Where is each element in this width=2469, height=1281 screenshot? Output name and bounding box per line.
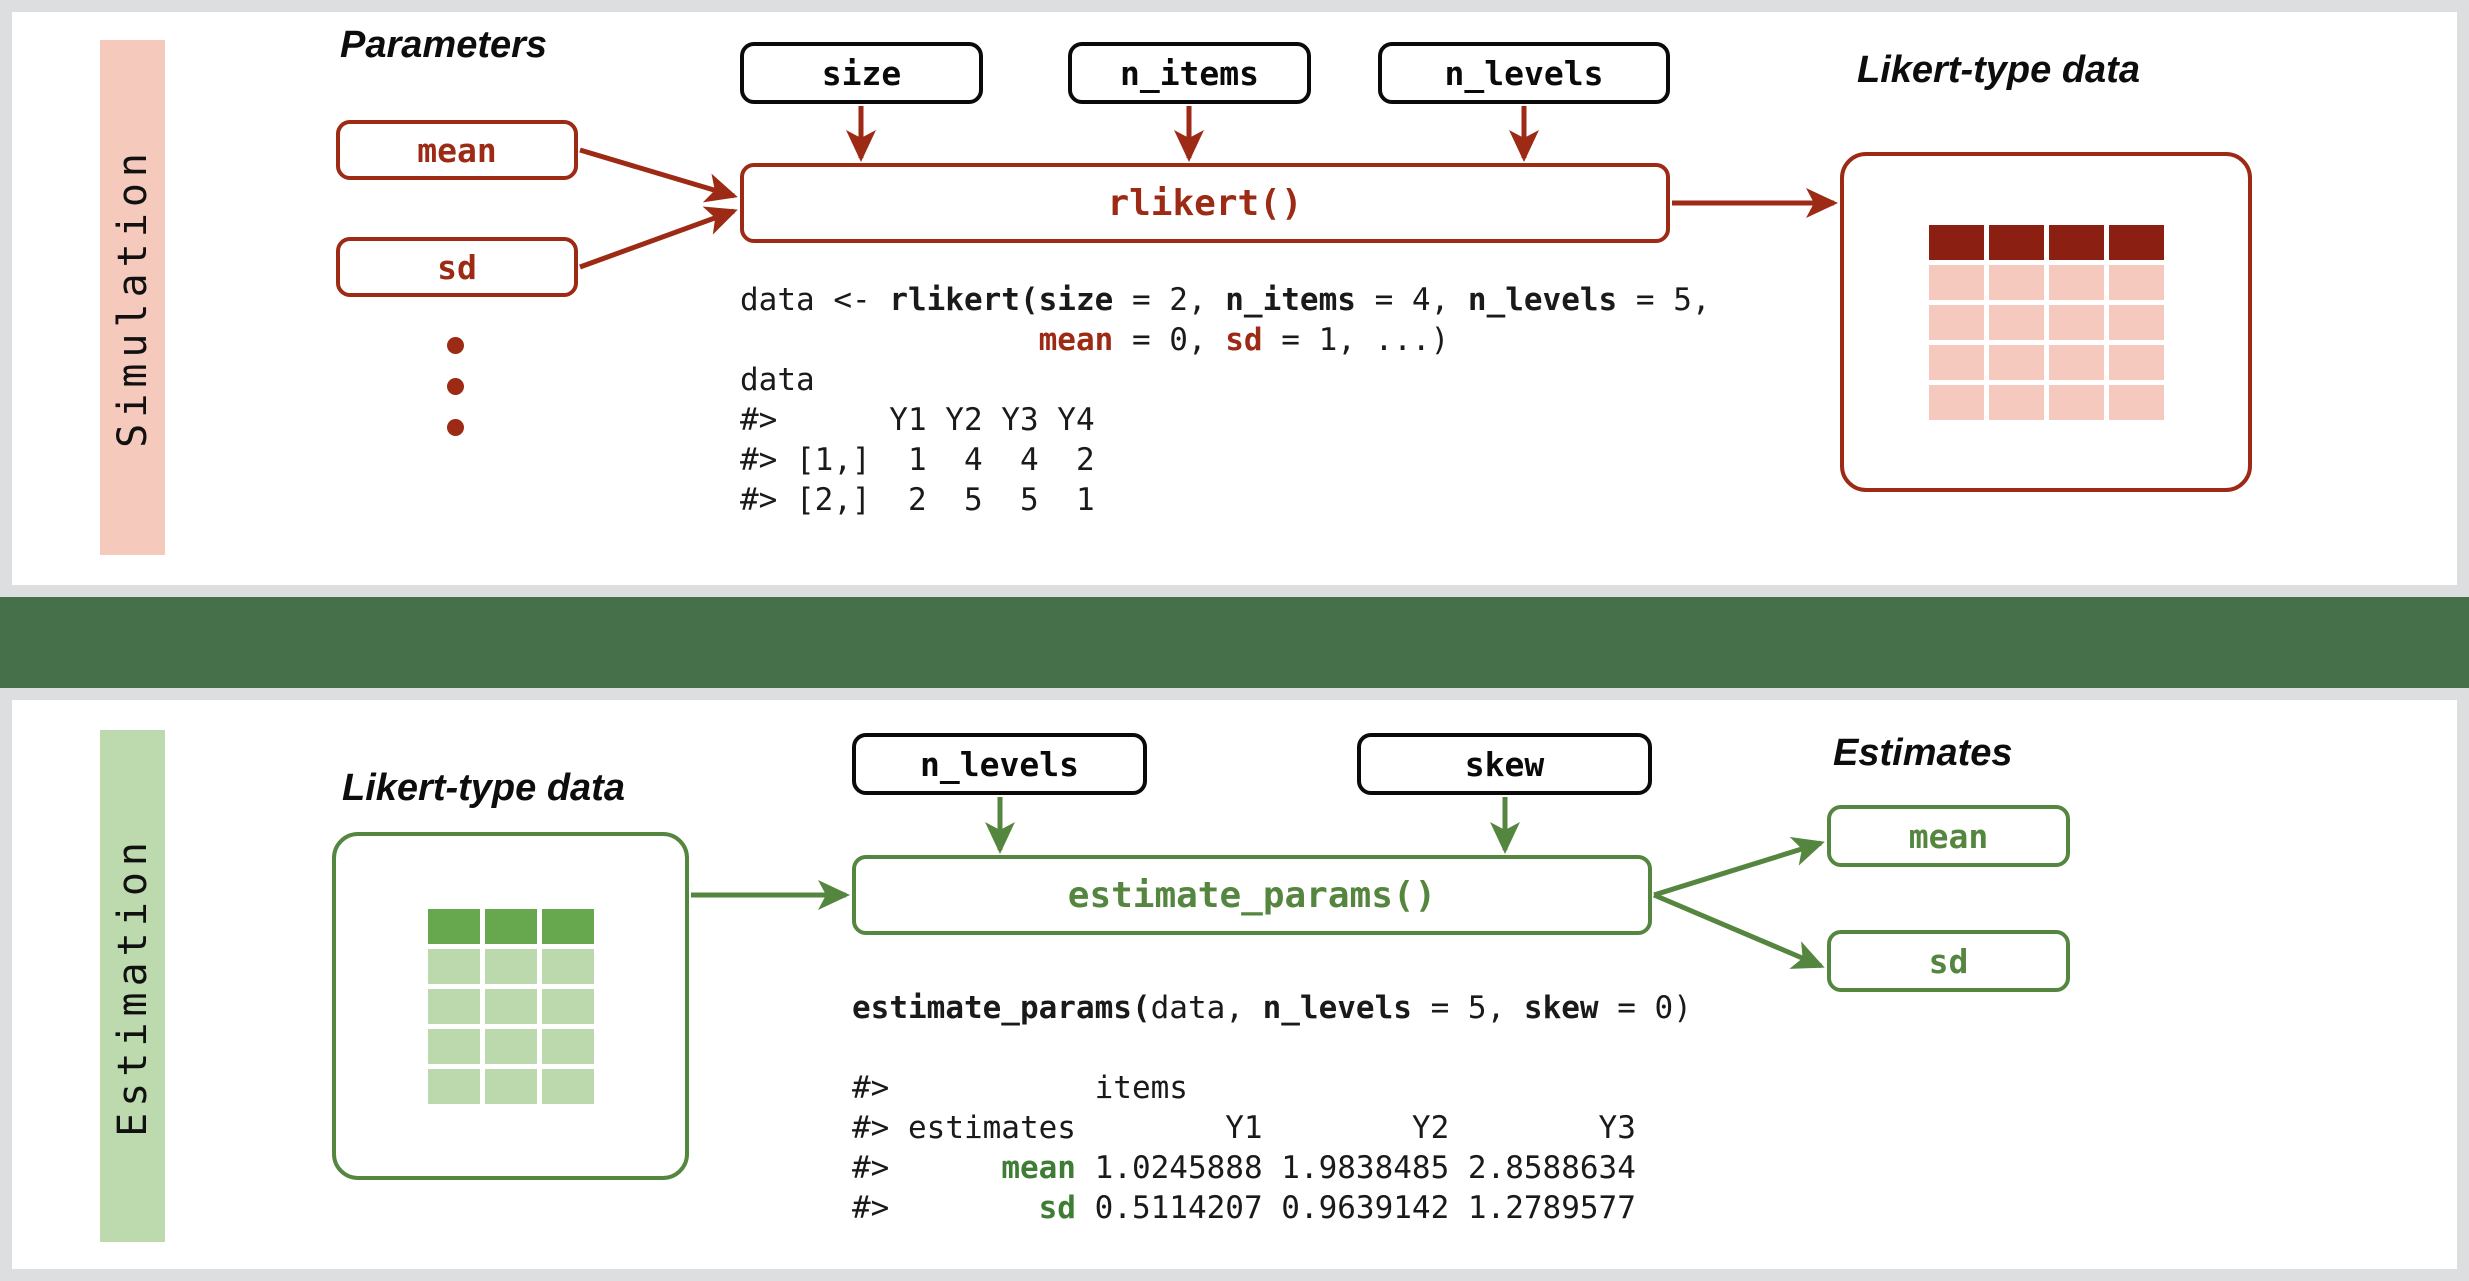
code-line-3: #> mean 1.0245888 1.9838485 2.8588634: [852, 1150, 1636, 1186]
grid-header-cell: [2108, 224, 2164, 260]
function-node-rlikert[interactable]: rlikert(): [740, 163, 1670, 243]
grid-cell: [484, 988, 537, 1024]
grid-cell: [1988, 344, 2044, 380]
grid-cell: [1928, 264, 1984, 300]
grid-cell: [1928, 384, 1984, 420]
grid-cell: [1988, 264, 2044, 300]
grid-cell: [1928, 304, 1984, 340]
grid-header-cell: [541, 908, 594, 944]
ellipsis-dot-icon: [447, 419, 464, 436]
grid-header-cell: [427, 908, 480, 944]
code-line-1: data <- rlikert(size = 2, n_items = 4, n…: [740, 282, 1711, 318]
parameters-heading: Parameters: [340, 24, 548, 66]
estimation-input-heading: Likert-type data: [342, 767, 625, 809]
grid-header-cell: [484, 908, 537, 944]
code-line-call: estimate_params(data, n_levels = 5, skew…: [852, 990, 1692, 1026]
grid-cell: [2108, 384, 2164, 420]
estimates-heading: Estimates: [1833, 732, 2013, 774]
ellipsis-dot-icon: [447, 337, 464, 354]
grid-cell: [427, 1068, 480, 1104]
grid-cell: [2048, 264, 2104, 300]
estimation-code-block: estimate_params(data, n_levels = 5, skew…: [852, 988, 1692, 1228]
grid-cell: [2048, 304, 2104, 340]
grid-cell: [2108, 264, 2164, 300]
grid-cell: [484, 948, 537, 984]
grid-header-cell: [1928, 224, 1984, 260]
ellipsis-dot-icon: [447, 378, 464, 395]
grid-cell: [2108, 304, 2164, 340]
arg-node-skew[interactable]: skew: [1357, 733, 1652, 795]
grid-cell: [541, 948, 594, 984]
arg-node-size[interactable]: size: [740, 42, 983, 104]
simulation-stage-bar: Simulation: [100, 40, 165, 555]
grid-cell: [1928, 344, 1984, 380]
grid-cell: [484, 1068, 537, 1104]
grid-cell: [2048, 384, 2104, 420]
grid-cell: [427, 1028, 480, 1064]
grid-cell: [541, 1068, 594, 1104]
code-line-4: #> sd 0.5114207 0.9639142 1.2789577: [852, 1190, 1636, 1226]
code-line-2: #> estimates Y1 Y2 Y3: [852, 1110, 1636, 1146]
code-line-5: #> [1,] 1 4 4 2: [740, 442, 1095, 478]
grid-header-cell: [1988, 224, 2044, 260]
likert-data-grid-est: [427, 908, 594, 1104]
grid-cell: [427, 948, 480, 984]
grid-cell: [1988, 304, 2044, 340]
simulation-output-container: [1840, 152, 2252, 492]
estimate-node-sd[interactable]: sd: [1827, 930, 2070, 992]
arg-node-n-levels[interactable]: n_levels: [1378, 42, 1670, 104]
grid-cell: [1988, 384, 2044, 420]
param-node-sd[interactable]: sd: [336, 237, 578, 297]
grid-cell: [2048, 344, 2104, 380]
estimation-stage-label: Estimation: [109, 835, 156, 1137]
code-line-1: #> items: [852, 1070, 1188, 1106]
likert-data-grid-sim: [1928, 224, 2164, 420]
grid-header-cell: [2048, 224, 2104, 260]
stage-divider-bar: [0, 597, 2469, 688]
grid-cell: [427, 988, 480, 1024]
function-node-estimate-params[interactable]: estimate_params(): [852, 855, 1652, 935]
grid-cell: [484, 1028, 537, 1064]
simulation-stage-label: Simulation: [109, 147, 156, 448]
simulation-code-block: data <- rlikert(size = 2, n_items = 4, n…: [740, 280, 1711, 520]
arg-node-n-items[interactable]: n_items: [1068, 42, 1311, 104]
grid-cell: [2108, 344, 2164, 380]
param-node-mean[interactable]: mean: [336, 120, 578, 180]
estimate-node-mean[interactable]: mean: [1827, 805, 2070, 867]
grid-cell: [541, 988, 594, 1024]
simulation-output-heading: Likert-type data: [1857, 49, 2140, 91]
code-line-4: #> Y1 Y2 Y3 Y4: [740, 402, 1095, 438]
arg-node-n-levels-est[interactable]: n_levels: [852, 733, 1147, 795]
estimation-stage-bar: Estimation: [100, 730, 165, 1242]
code-line-3: data: [740, 362, 815, 398]
grid-cell: [541, 1028, 594, 1064]
estimation-input-container: [332, 832, 689, 1180]
parameters-ellipsis: [447, 337, 464, 436]
code-line-2: mean = 0, sd = 1, ...): [1038, 322, 1450, 358]
code-line-6: #> [2,] 2 5 5 1: [740, 482, 1095, 518]
